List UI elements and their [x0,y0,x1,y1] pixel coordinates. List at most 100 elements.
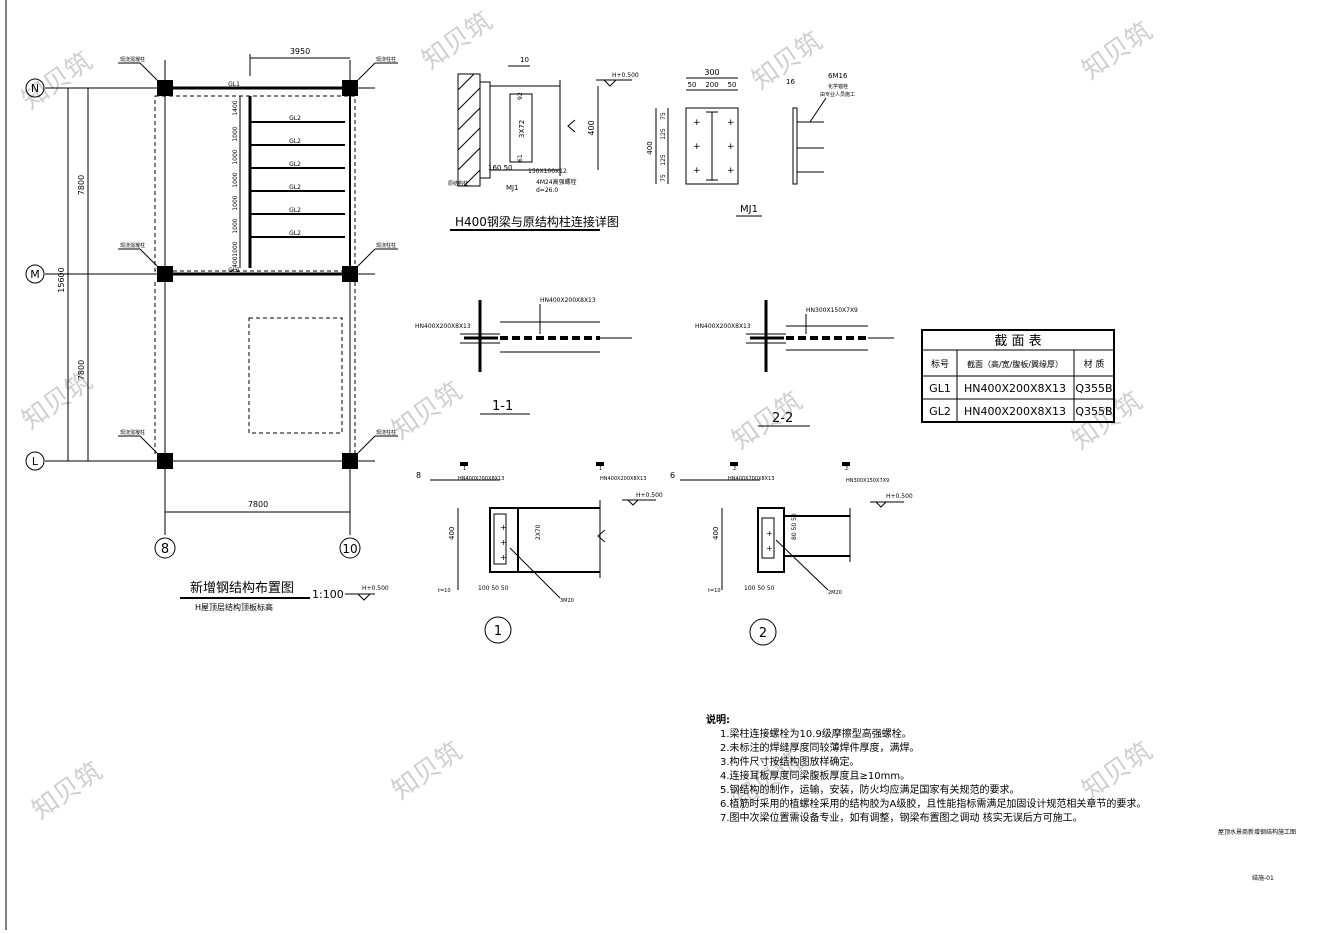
note-line: 4.连接耳板厚度同梁腹板厚度且≥10mm。 [720,771,911,782]
node2-axis: 6 [670,471,675,480]
node1-axis: 8 [416,471,421,480]
note-line: 1.梁柱连接螺栓为10.9级摩擦型高强螺栓。 [720,729,912,740]
dim-bottom-text: 7800 [248,500,268,509]
svg-text:现浇柱柱: 现浇柱柱 [376,429,396,436]
node1-bubble [484,616,512,644]
axis-label-m: M [30,268,40,281]
svg-text:GL2: GL2 [289,207,301,214]
axis-bubble-m [25,264,45,284]
column-n8 [157,80,173,96]
s11-tag-right: HN400X200X8X13 [540,297,596,304]
svg-text:+: + [693,166,701,176]
s11-title: 1-1 [492,399,513,414]
table-cell: HN400X200X8X13 [964,382,1066,395]
mj1-bolt-spec: 6M16 [828,72,848,80]
svg-text:+: + [727,166,735,176]
mj1-plate: ++ ++ ++ 300 50 200 50 400 75 125 125 75… [646,68,855,217]
node1-tag-right: HN400X200X8X13 [600,476,646,482]
node1-bolt: 3M20 [560,598,574,604]
s22-tag-left: HN400X200X8X13 [695,323,751,330]
notes-title: 说明: [706,715,730,726]
s11-tag-left: HN400X200X8X13 [415,323,471,330]
column-n10 [342,80,358,96]
mj1-bolt-note2: 由专业人员施工 [820,91,855,98]
bolt-pitch: 160 50 [488,164,513,172]
watermark: 知贝筑 [727,386,808,455]
project-name: 屋顶水景商新增钢结构施工图 [1218,828,1296,836]
table-cell: Q355B [1075,405,1112,418]
table-title: 截 面 表 [994,334,1041,349]
node1-tag-left: HN400X200X8X13 [458,476,504,482]
mj1-v125a: 125 [660,128,667,140]
svg-text:1000: 1000 [232,149,239,164]
svg-text:+: + [693,142,701,152]
node1-dim400: 400 [448,527,456,540]
axis-bubble-l [25,451,45,471]
connection-detail: 400 H+0.500 10 3X72 92 61 160 50 150X100… [448,56,639,231]
detail-elev-text: H+0.500 [612,72,639,79]
mj1-v125b: 125 [660,154,667,166]
beam-tags: GL2 GL2 GL2 GL2 GL2 GL2 GL1 GL1 [228,81,301,274]
svg-text:现浇混凝柱: 现浇混凝柱 [120,242,145,249]
svg-text:GL2: GL2 [289,184,301,191]
section-table: 截 面 表 标号 截面（高/宽/腹板/翼缘厚） 材 质 GL1 HN400X20… [921,329,1115,423]
axis-bubble-8 [154,537,176,559]
notes-block: 说明: 1.梁柱连接螺栓为10.9级摩擦型高强螺栓。 2.未标注的焊缝厚度同较薄… [706,714,1226,826]
node1-dims: 2X70 [535,524,542,540]
plate-label: MJ1 [506,184,519,192]
inner-dims: 1400 1000 1000 1000 1000 1000 1000 1400 [232,96,241,272]
node2-column [757,507,785,573]
note-line: 7.图中次梁位置需设备专业，如有调整，钢梁布置图之调动 核实无误后方可施工。 [720,813,1083,824]
mj1-bolts: ++ ++ ++ [693,118,735,176]
plan-subtitle: H屋顶层结构顶板标高 [195,602,273,612]
dim-total-text: 15600 [57,267,66,292]
dim-upper-text: 7800 [77,175,86,195]
mj1-w50a: 50 [688,81,697,89]
mj1-width: 300 [704,68,719,77]
anchor-angle: 150X100X12 [528,168,567,175]
plan-elev-symbol [357,593,371,601]
s22-tag-right: HN300X150X7X9 [806,307,858,314]
column-l8 [157,453,173,469]
svg-text:1000: 1000 [232,126,239,141]
bolt-group: 3X72 [518,120,526,138]
mj1-w200: 200 [705,81,718,89]
detail-title: H400钢梁与原结构柱连接详图 [455,214,619,229]
column-hatch [457,73,481,187]
watermark: 知贝筑 [387,736,468,805]
dim-92: 92 [517,92,524,100]
svg-text:1000: 1000 [232,218,239,233]
node2-number: 2 [759,626,767,641]
node2-bubble [749,618,777,646]
axis-label-10: 10 [342,542,357,556]
svg-text:1000: 1000 [232,241,239,256]
svg-text:现浇混凝柱: 现浇混凝柱 [120,429,145,436]
table-cell: Q355B [1075,382,1112,395]
node1-sec-a: 1 [463,466,466,472]
svg-text:GL2: GL2 [289,161,301,168]
svg-text:现浇混凝柱: 现浇混凝柱 [120,56,145,63]
table-header-no: 标号 [931,358,949,370]
node2-tag-right: HN300X150X7X9 [846,478,889,484]
dim-400-text: 400 [587,120,596,135]
svg-text:1000: 1000 [232,172,239,187]
svg-text:+: + [500,553,507,562]
node2-bolt: 2M20 [828,590,842,596]
axis-bubble-10 [339,537,361,559]
dashed-opening [248,317,343,434]
detail-elev-symbol [603,79,617,87]
anchor-diameter: d=26.0 [536,187,558,194]
svg-text:1400: 1400 [232,256,239,271]
mj1-title: MJ1 [740,204,758,215]
watermark: 知贝筑 [1077,16,1158,85]
node-1: 8 + + + 400 t=10 100 50 50 HN400X200X8X1… [416,462,663,644]
note-line: 2.未标注的焊缝厚度同较薄焊件厚度，满焊。 [720,743,920,754]
dim-top-text: 3950 [290,47,310,56]
node2-tag-left: HN400X200X8X13 [728,476,774,482]
axis-label-l: L [32,455,39,468]
anchor-bolts: 4M24高强螺栓 [536,178,577,186]
mj1-side-thickness: 16 [786,78,795,86]
column-m10 [342,266,358,282]
svg-text:GL2: GL2 [289,230,301,237]
